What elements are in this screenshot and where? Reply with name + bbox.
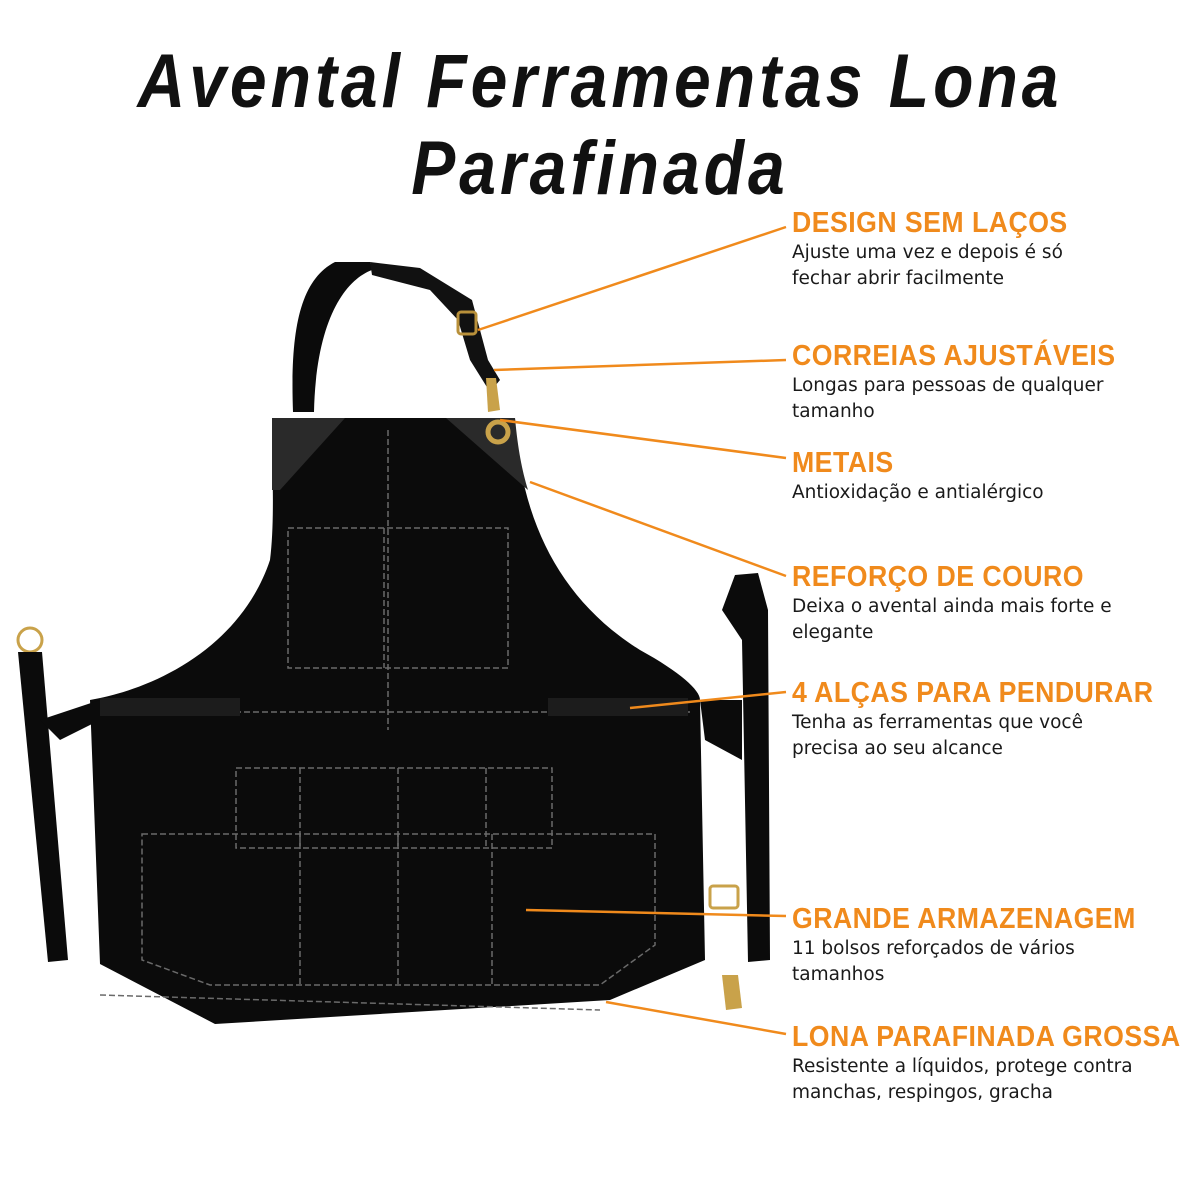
leader-line-6 xyxy=(525,908,787,918)
grommet xyxy=(485,419,511,445)
leader-line-5 xyxy=(629,690,787,710)
page-title: Avental Ferramentas Lona Parafinada xyxy=(137,37,1063,211)
feature-grande-armazenagem: GRANDE ARMAZENAGEM 11 bolsos reforçados … xyxy=(792,902,1192,988)
leader-line-4 xyxy=(529,480,787,578)
lower-pocket-back xyxy=(235,767,553,849)
feature-title: DESIGN SEM LAÇOS xyxy=(792,207,1068,239)
leather-corner-left xyxy=(272,418,345,490)
feature-metais: METAIS Antioxidação e antialérgico xyxy=(792,446,1192,506)
apron-body xyxy=(90,418,705,1024)
strap-buckle xyxy=(456,310,478,336)
feature-4-alcas: 4 ALÇAS PARA PENDURAR Tenha as ferrament… xyxy=(792,676,1192,762)
neck-strap-right xyxy=(370,262,500,392)
feature-title: LONA PARAFINADA GROSSA xyxy=(792,1021,1181,1053)
leader-line-7 xyxy=(605,1000,787,1036)
hanging-loop-left xyxy=(100,698,240,716)
lower-pocket-front xyxy=(141,833,656,986)
feature-design-sem-lacos: DESIGN SEM LAÇOS Ajuste uma vez e depois… xyxy=(792,206,1192,292)
leader-line-1 xyxy=(477,225,787,332)
feature-title: REFORÇO DE COURO xyxy=(792,561,1084,593)
feature-desc: Ajuste uma vez e depois é só fechar abri… xyxy=(792,242,1063,289)
neck-strap xyxy=(292,262,372,412)
feature-desc: Tenha as ferramentas que você precisa ao… xyxy=(792,712,1083,759)
feature-desc: Longas para pessoas de qualquer tamanho xyxy=(792,375,1104,422)
feature-reforco-de-couro: REFORÇO DE COURO Deixa o avental ainda m… xyxy=(792,560,1192,646)
feature-lona-parafinada: LONA PARAFINADA GROSSA Resistente a líqu… xyxy=(792,1020,1192,1106)
leader-line-2 xyxy=(493,358,787,372)
strap-adjuster xyxy=(708,884,740,910)
feature-desc: Deixa o avental ainda mais forte e elega… xyxy=(792,596,1112,643)
leader-line-3 xyxy=(499,418,787,460)
d-ring xyxy=(16,626,44,654)
clip-hook xyxy=(722,975,742,1010)
waist-strap-right xyxy=(722,573,770,962)
hanging-loop-right xyxy=(548,698,688,716)
feature-correias-ajustaveis: CORREIAS AJUSTÁVEIS Longas para pessoas … xyxy=(792,339,1192,425)
feature-desc: Resistente a líquidos, protege contra ma… xyxy=(792,1056,1133,1103)
chest-pocket xyxy=(287,527,509,669)
feature-title: METAIS xyxy=(792,447,894,479)
feature-desc: 11 bolsos reforçados de vários tamanhos xyxy=(792,938,1075,985)
feature-title: 4 ALÇAS PARA PENDURAR xyxy=(792,677,1154,709)
waist-strap-left xyxy=(18,652,68,962)
feature-desc: Antioxidação e antialérgico xyxy=(792,482,1044,503)
feature-title: GRANDE ARMAZENAGEM xyxy=(792,903,1136,935)
feature-title: CORREIAS AJUSTÁVEIS xyxy=(792,340,1116,372)
snap-hook xyxy=(486,378,500,412)
